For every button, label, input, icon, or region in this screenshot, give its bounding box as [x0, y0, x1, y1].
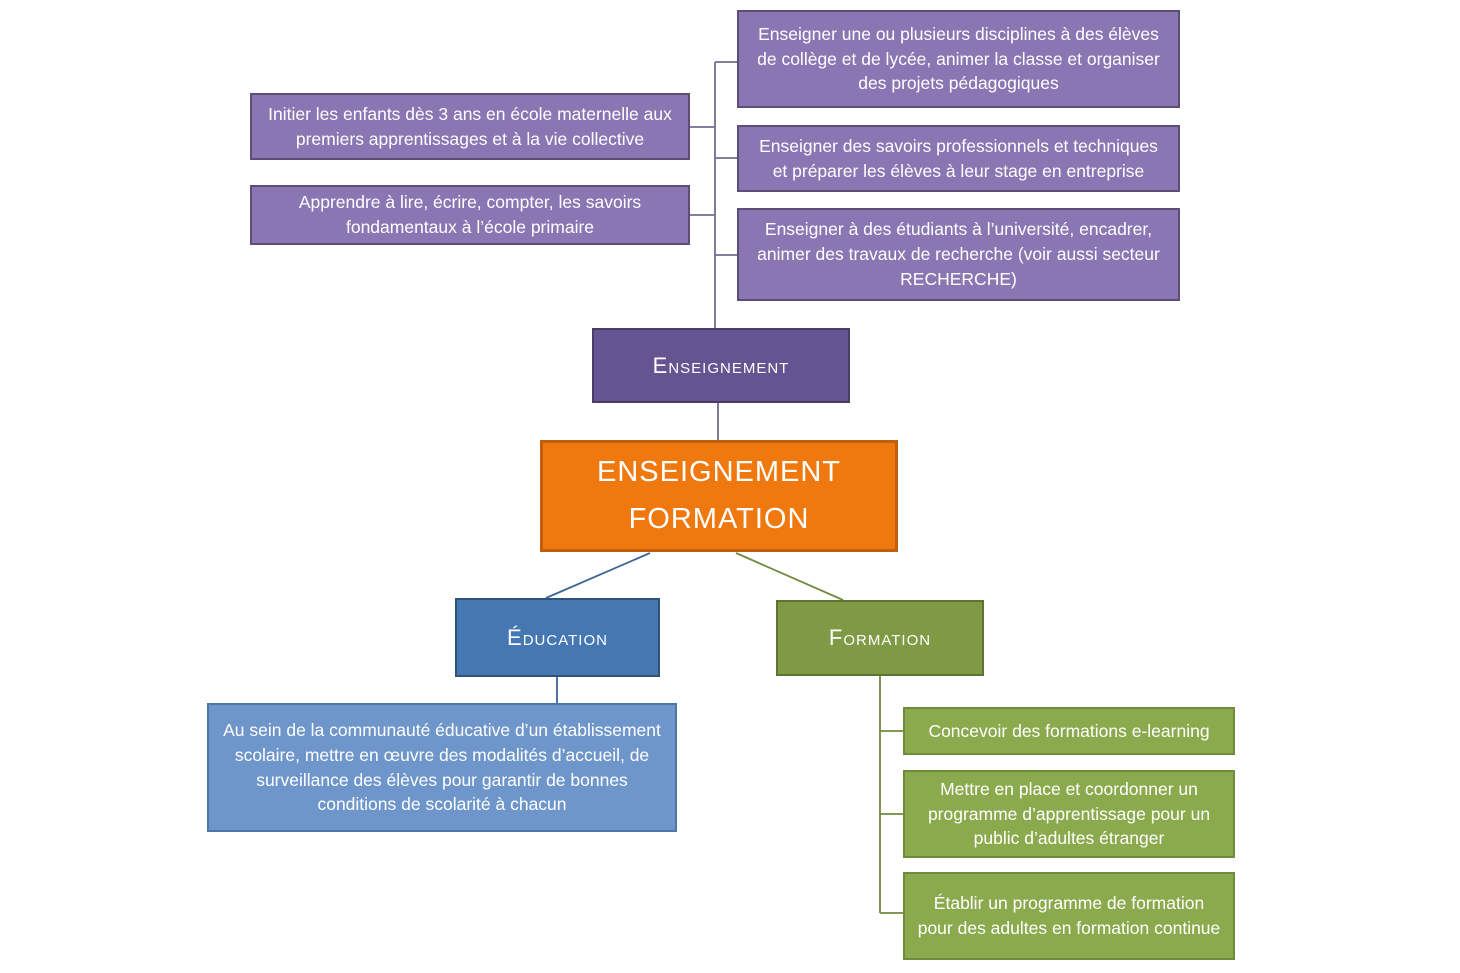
root-label-line1: ENSEIGNEMENT: [596, 456, 842, 489]
node-primaire: Apprendre à lire, écrire, compter, les s…: [250, 185, 690, 245]
root-label-line2: FORMATION: [628, 503, 810, 535]
node-formation-continue: Établir un programme de formation pour d…: [903, 872, 1235, 960]
node-vie-scolaire: Au sein de la communauté éducative d’un …: [207, 703, 677, 832]
node-root-enseignement-formation: ENSEIGNEMENT FORMATION: [540, 440, 898, 552]
connector-root-formation: [735, 552, 844, 601]
connector-root-education: [545, 552, 651, 599]
node-enseignement-header: Enseignement: [592, 328, 850, 403]
node-professionnel: Enseigner des savoirs professionnels et …: [737, 125, 1180, 192]
node-formation-header: Formation: [776, 600, 984, 676]
node-elearning: Concevoir des formations e-learning: [903, 707, 1235, 755]
node-universite: Enseigner à des étudiants à l’université…: [737, 208, 1180, 301]
node-college-lycee: Enseigner une ou plusieurs disciplines à…: [737, 10, 1180, 108]
node-maternelle: Initier les enfants dès 3 ans en école m…: [250, 93, 690, 160]
node-apprentissage: Mettre en place et coordonner un program…: [903, 770, 1235, 858]
node-education-header: Éducation: [455, 598, 660, 677]
